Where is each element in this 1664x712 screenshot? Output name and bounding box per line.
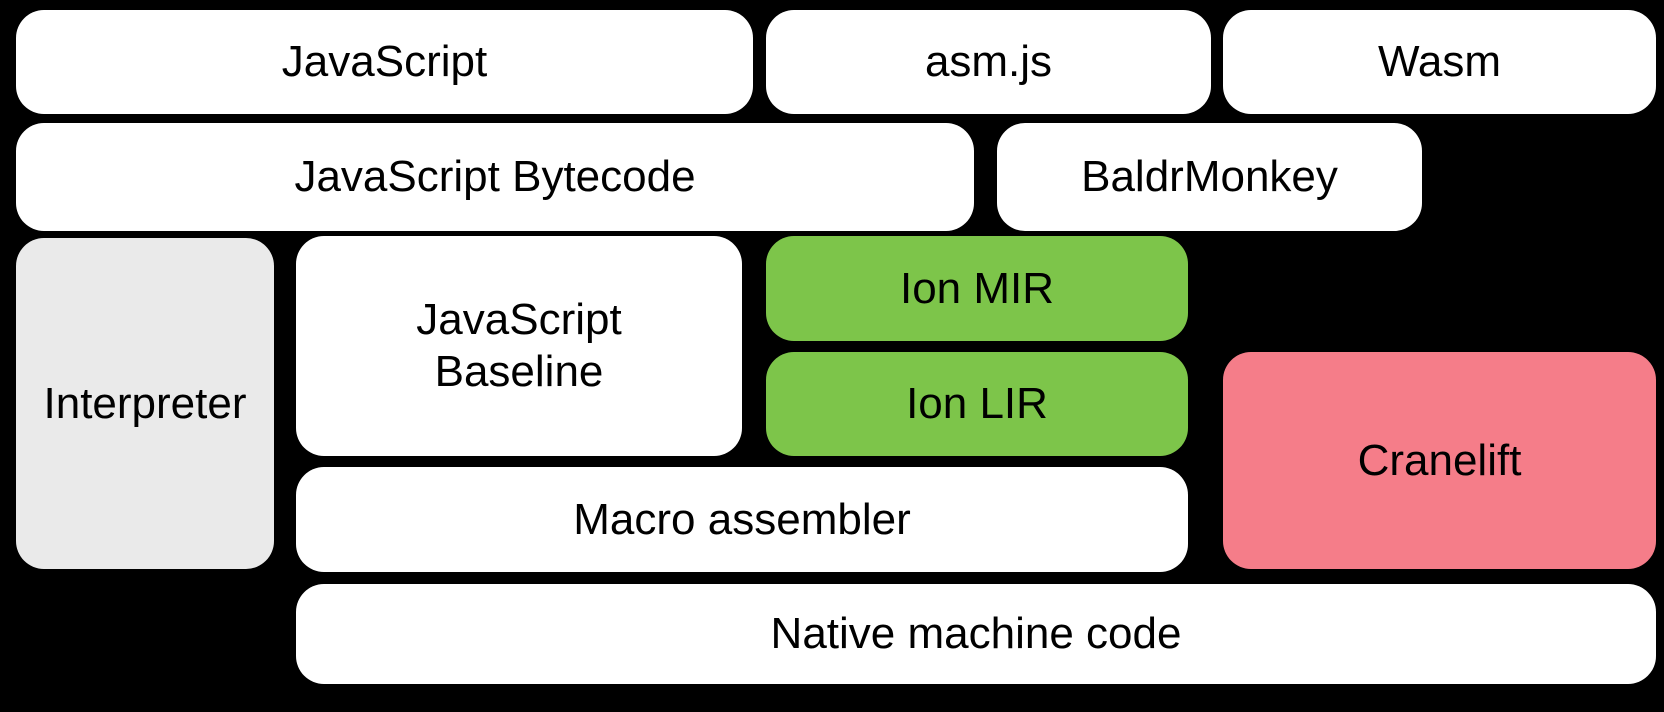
baldrmonkey-node: BaldrMonkey (997, 123, 1422, 231)
baldrmonkey-label: BaldrMonkey (1081, 152, 1338, 202)
javascript-node: JavaScript (16, 10, 753, 114)
native-machine-code-node: Native machine code (296, 584, 1656, 684)
interpreter-node: Interpreter (16, 238, 274, 569)
ion-lir-label: Ion LIR (906, 379, 1048, 429)
javascript-baseline-node: JavaScript Baseline (296, 236, 742, 456)
javascript-bytecode-node: JavaScript Bytecode (16, 123, 974, 231)
javascript-bytecode-label: JavaScript Bytecode (294, 152, 696, 202)
asmjs-node: asm.js (766, 10, 1211, 114)
macro-assembler-node: Macro assembler (296, 467, 1188, 572)
native-machine-code-label: Native machine code (770, 609, 1182, 659)
javascript-label: JavaScript (281, 37, 488, 87)
ion-lir-node: Ion LIR (766, 352, 1188, 456)
macro-assembler-label: Macro assembler (573, 494, 911, 544)
cranelift-label: Cranelift (1357, 435, 1522, 485)
wasm-label: Wasm (1377, 37, 1502, 87)
javascript-baseline-label: JavaScript Baseline (416, 295, 622, 396)
interpreter-label: Interpreter (43, 378, 247, 428)
wasm-node: Wasm (1223, 10, 1656, 114)
ion-mir-label: Ion MIR (899, 263, 1055, 313)
asmjs-label: asm.js (924, 37, 1053, 87)
cranelift-node: Cranelift (1223, 352, 1656, 569)
ion-mir-node: Ion MIR (766, 236, 1188, 341)
